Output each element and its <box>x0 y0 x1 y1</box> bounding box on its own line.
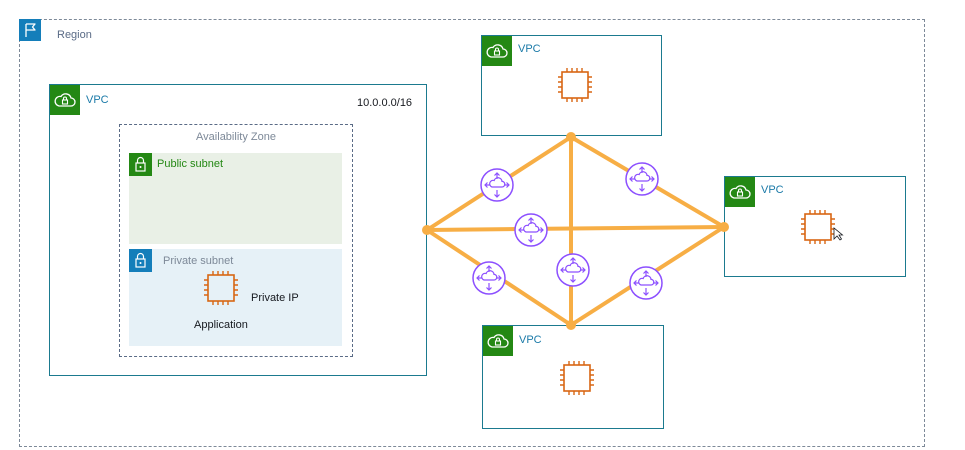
peering-connection-icon <box>514 213 548 247</box>
application-label: Application <box>194 319 248 331</box>
public-subnet-label: Public subnet <box>157 158 224 170</box>
peering-connection-icon <box>556 253 590 287</box>
peering-connection-icon <box>629 266 663 300</box>
peering-connection-icon <box>480 168 514 202</box>
region-boundary <box>19 19 925 447</box>
main-vpc-label: VPC <box>86 94 109 106</box>
private-ip-label: Private IP <box>251 292 299 304</box>
private-subnet-label: Private subnet <box>163 255 234 267</box>
vpc-right-box <box>724 176 906 277</box>
vpc-right-ec2-instance-icon <box>800 209 836 245</box>
vpc-bottom-label: VPC <box>519 334 542 346</box>
main-vpc-box <box>49 84 427 376</box>
region-label: Region <box>57 29 92 41</box>
vpc-top-cloud-lock-icon <box>482 36 512 66</box>
availability-zone-label: Availability Zone <box>196 131 276 143</box>
application-ec2-instance-icon <box>203 270 239 306</box>
peering-line-main-right <box>425 225 726 232</box>
private-subnet-lock-icon <box>129 249 152 272</box>
peering-connection-icon <box>625 162 659 196</box>
vpc-bottom-ec2-instance-icon <box>559 360 595 396</box>
private-subnet: Private subnet <box>129 249 342 346</box>
region-flag-icon <box>19 19 41 41</box>
vpc-right-cloud-lock-icon <box>725 177 755 207</box>
vpc-right-label: VPC <box>761 184 784 196</box>
connection-point-top <box>566 132 576 142</box>
connection-point-right <box>719 222 729 232</box>
vpc-top-ec2-instance-icon <box>557 67 593 103</box>
connection-point-bottom <box>566 320 576 330</box>
mouse-cursor-icon <box>833 227 844 241</box>
peering-connection-icon <box>472 261 506 295</box>
vpc-top-label: VPC <box>518 43 541 55</box>
connection-point-main <box>422 225 432 235</box>
public-subnet: Public subnet <box>129 153 342 244</box>
vpc-bottom-cloud-lock-icon <box>483 326 513 356</box>
public-subnet-lock-icon <box>129 153 152 176</box>
main-vpc-cidr: 10.0.0.0/16 <box>357 97 413 109</box>
availability-zone-box <box>119 124 353 357</box>
main-vpc-cloud-lock-icon <box>50 85 80 115</box>
